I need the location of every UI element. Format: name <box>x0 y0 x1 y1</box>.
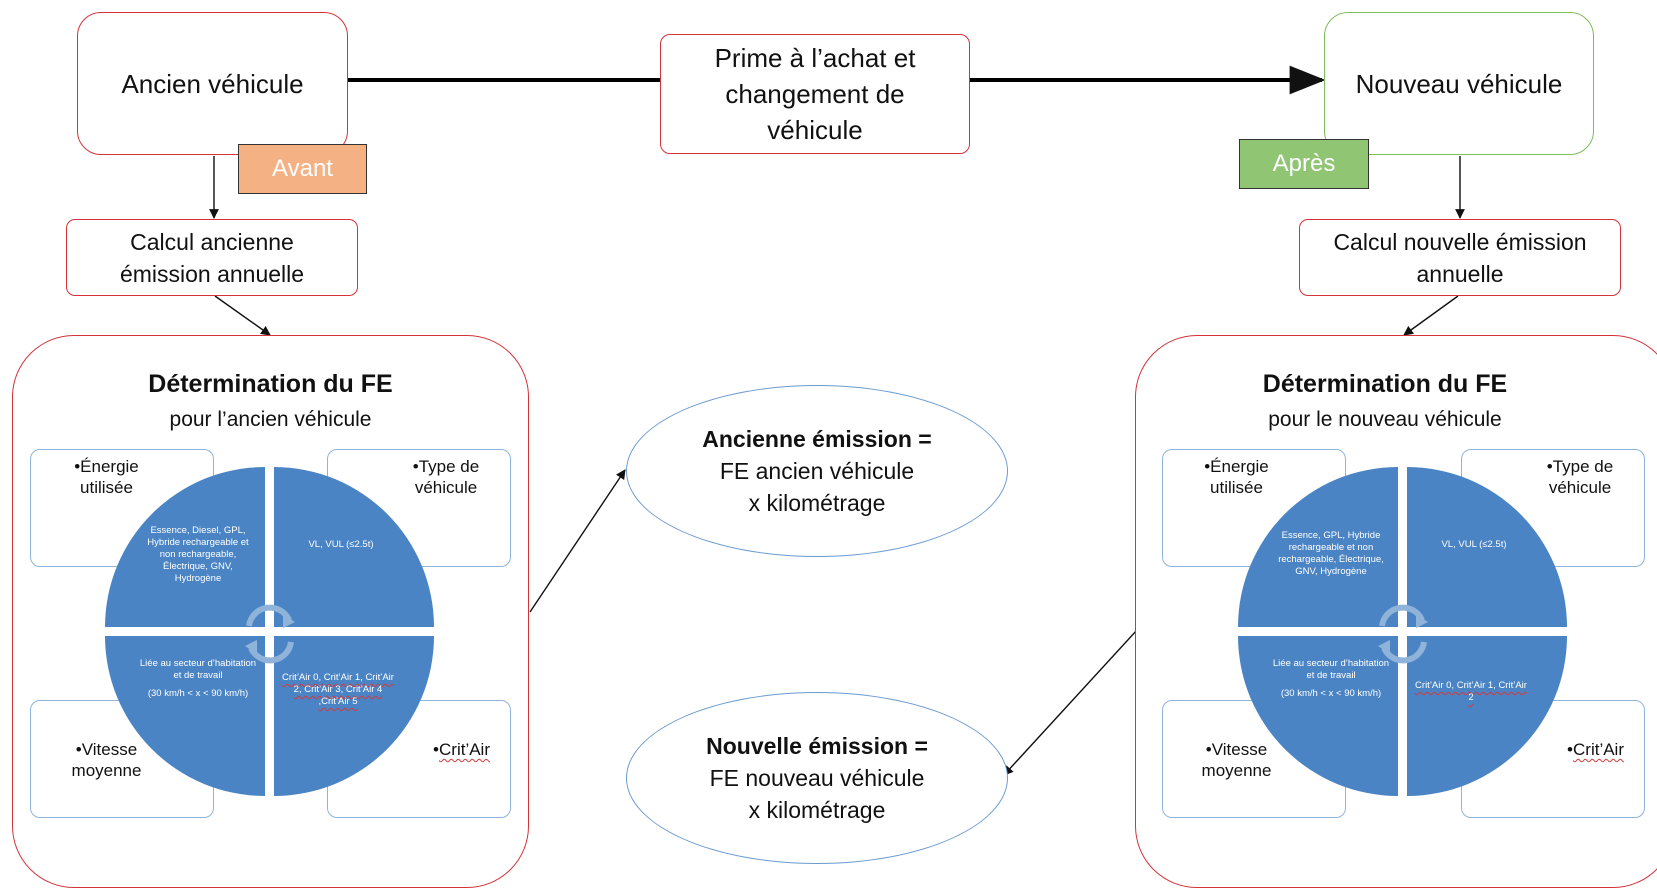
left-quadrant-vitesse: Liée au secteur d’habitation et de trava… <box>105 636 265 796</box>
left-panel-subtitle: pour l’ancien véhicule <box>169 408 372 431</box>
calc-nouvelle-box: Calcul nouvelle émission annuelle <box>1299 219 1621 296</box>
prime-box: Prime à l’achat et changement de véhicul… <box>660 34 970 154</box>
avant-tag: Avant <box>238 144 367 194</box>
right-panel-subtitle: pour le nouveau véhicule <box>1268 408 1502 431</box>
calc-ancienne-label: Calcul ancienne émission annuelle <box>119 228 305 287</box>
arrow-calc-to-left-panel <box>214 295 271 336</box>
left-critair-label: •Crit’Air <box>433 739 490 760</box>
calc-ancienne-box: Calcul ancienne émission annuelle <box>66 219 358 296</box>
ancienne-emission-ellipse: Ancienne émission = FE ancien véhicule x… <box>626 385 1008 557</box>
arrow-right-panel-to-nouvelle <box>1003 629 1138 776</box>
nouveau-vehicule-box: Nouveau véhicule <box>1324 12 1594 155</box>
left-energie-label: •Énergie utilisée <box>74 457 139 497</box>
left-panel-title: Détermination du FE <box>148 370 393 398</box>
ancienne-emission-line1: FE ancien véhicule <box>719 458 915 484</box>
right-vitesse-range: (30 km/h < x < 90 km/h) <box>1280 688 1382 699</box>
left-vitesse-range: (30 km/h < x < 90 km/h) <box>147 688 249 699</box>
left-type-values: VL, VUL (≤2.5t) <box>308 539 374 550</box>
nouveau-vehicule-label: Nouveau véhicule <box>1355 68 1563 99</box>
ancien-vehicule-label: Ancien véhicule <box>121 68 304 99</box>
right-energie-values: Essence, GPL, Hybride rechargeable et no… <box>1278 530 1384 577</box>
left-critair-values: Crit’Air 0, Crit’Air 1, Crit’Air 2, Crit… <box>282 672 394 707</box>
nouvelle-emission-title: Nouvelle émission = <box>706 733 928 759</box>
right-critair-text: Crit’Air <box>1573 740 1624 759</box>
right-panel-title: Détermination du FE <box>1262 370 1508 398</box>
ancien-vehicule-box: Ancien véhicule <box>77 12 348 155</box>
right-vitesse-values: Liée au secteur d’habitation et de trava… <box>1272 658 1390 681</box>
right-cycle-arrows-icon <box>1378 604 1428 664</box>
apres-label: Après <box>1272 150 1336 177</box>
avant-label: Avant <box>272 155 333 182</box>
right-energie-label: •Énergie utilisée <box>1204 457 1269 497</box>
nouvelle-emission-ellipse: Nouvelle émission = FE nouveau véhicule … <box>626 692 1008 864</box>
apres-tag: Après <box>1239 139 1369 189</box>
right-type-label: •Type de véhicule <box>1546 457 1614 497</box>
left-energie-values: Essence, Diesel, GPL, Hybride rechargeab… <box>147 525 249 584</box>
right-critair-label: •Crit’Air <box>1567 739 1624 760</box>
right-vitesse-label: •Vitesse moyenne <box>1201 740 1272 780</box>
left-type-label: •Type de véhicule <box>412 457 480 497</box>
right-critair-values: Crit’Air 0, Crit’Air 1, Crit’Air 2 <box>1415 680 1527 703</box>
left-cycle-arrows-icon <box>245 604 295 664</box>
ancienne-emission-title: Ancienne émission = <box>702 426 932 452</box>
nouvelle-emission-line1: FE nouveau véhicule <box>709 765 925 791</box>
left-vitesse-values: Liée au secteur d’habitation et de trava… <box>139 658 257 681</box>
arrow-calc-to-right-panel <box>1403 295 1459 336</box>
ancienne-emission-line2: x kilométrage <box>748 490 886 516</box>
arrow-left-panel-to-ancienne <box>529 469 626 613</box>
calc-nouvelle-label: Calcul nouvelle émission annuelle <box>1333 228 1587 287</box>
nouvelle-emission-line2: x kilométrage <box>748 797 886 823</box>
left-critair-text: Crit’Air <box>439 740 490 759</box>
left-vitesse-label: •Vitesse moyenne <box>71 740 142 780</box>
prime-label: Prime à l’achat et changement de véhicul… <box>714 43 916 145</box>
right-type-values: VL, VUL (≤2.5t) <box>1441 539 1507 550</box>
right-critair-bullet: • <box>1567 740 1573 759</box>
left-critair-bullet: • <box>433 740 439 759</box>
